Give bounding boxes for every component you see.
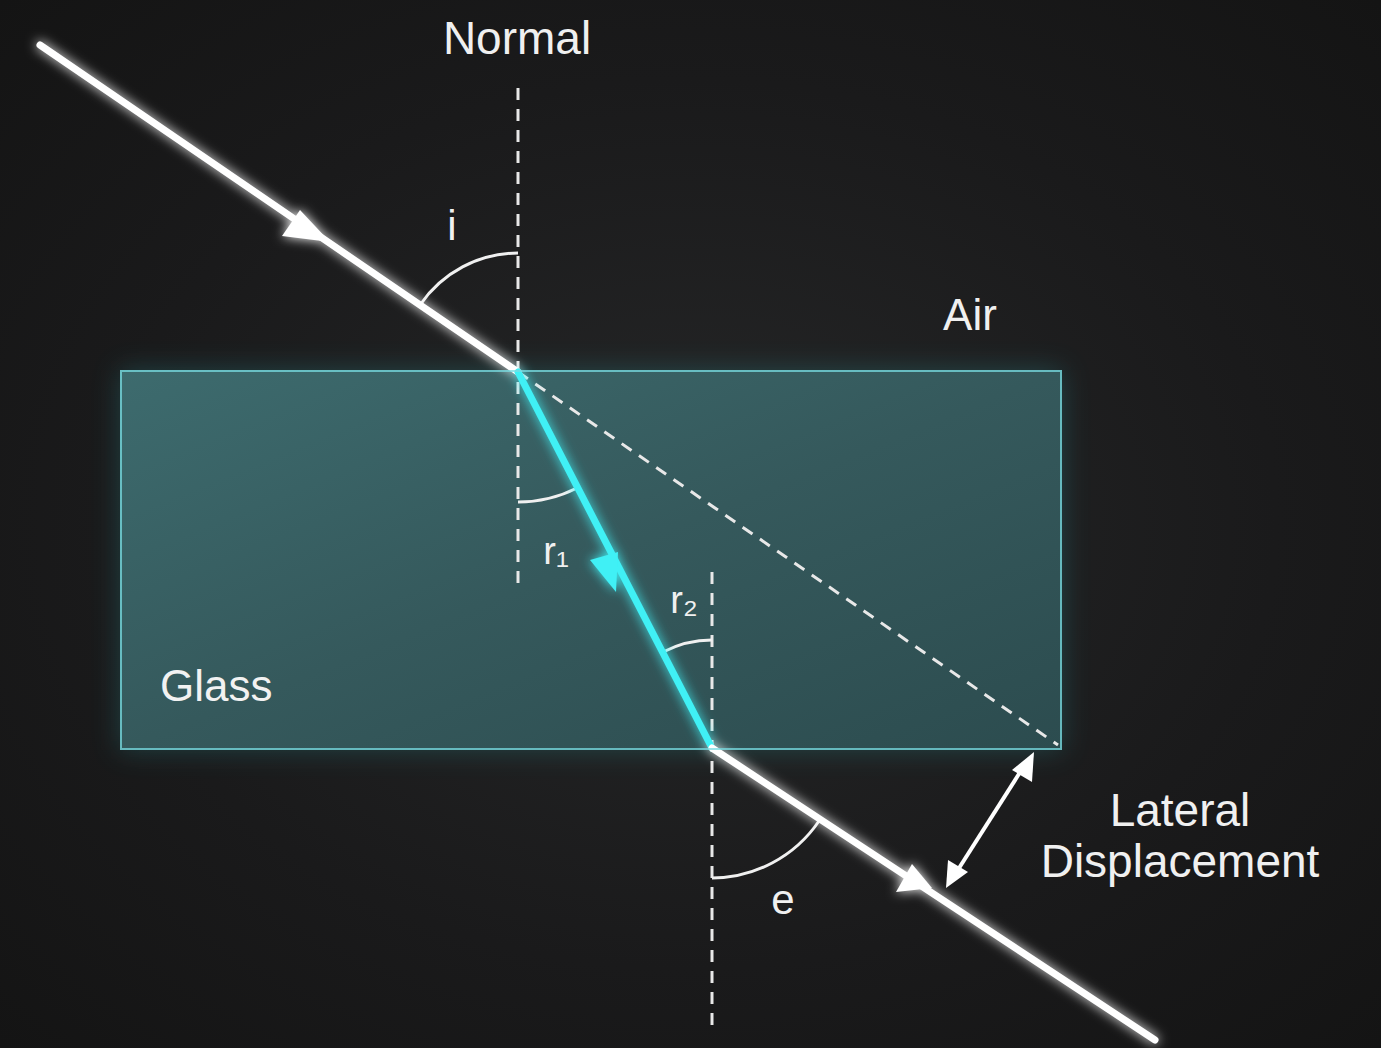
undeviated-path (518, 372, 1058, 745)
normal-label: Normal (443, 13, 591, 64)
ray-arrowhead (282, 210, 330, 242)
glass-block: Glass (120, 370, 1062, 750)
incident-ray (40, 45, 518, 372)
angle-label: e (771, 877, 794, 923)
emergent-ray (712, 748, 1155, 1040)
normal-line (517, 88, 520, 590)
angle-label: i (447, 203, 456, 249)
refracted-ray (518, 372, 712, 748)
glass-slab (120, 370, 1062, 750)
angle-arc (712, 821, 819, 878)
displacement-label: Lateral Displacement (1000, 785, 1360, 886)
angle-arc (663, 640, 712, 652)
angle-label: r₁ (543, 531, 568, 573)
angle-label: r₂ (670, 580, 697, 622)
ray-arrowhead (896, 864, 932, 892)
angle-arc (518, 488, 577, 502)
medium-label: Air (943, 291, 997, 339)
medium-label: Glass (160, 662, 272, 710)
slab-glow (120, 370, 1062, 750)
displacement-arrow (946, 752, 1034, 888)
ray-arrowhead (590, 552, 618, 592)
angle-arc (420, 253, 518, 305)
